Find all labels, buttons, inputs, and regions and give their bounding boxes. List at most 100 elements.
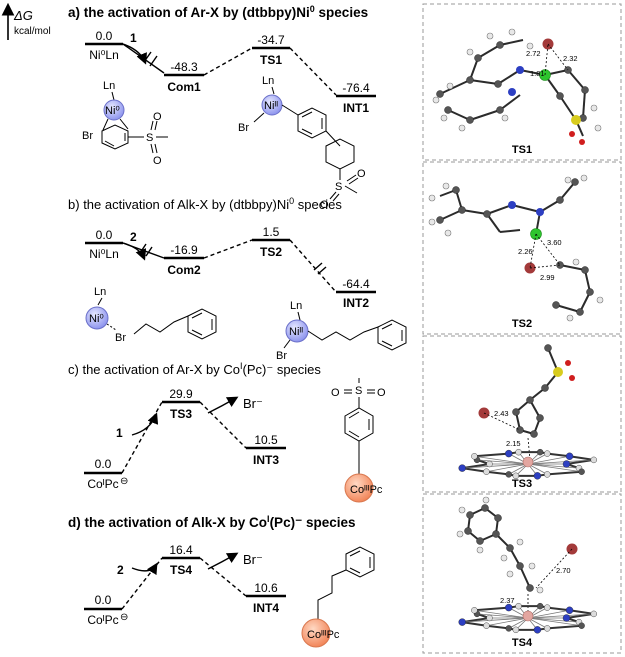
svg-text:Ln: Ln bbox=[94, 286, 106, 298]
level-label: INT1 bbox=[343, 101, 369, 115]
structure-ni2-alkyl: Ln Niᴵᴵ Br bbox=[276, 300, 407, 362]
svg-text:Ln: Ln bbox=[103, 80, 115, 92]
pc-bond bbox=[462, 617, 529, 623]
svg-text:10.6: 10.6 bbox=[254, 581, 278, 595]
svg-text:O: O bbox=[331, 387, 340, 399]
svg-text:3.60: 3.60 bbox=[547, 238, 562, 247]
ring-atom bbox=[471, 607, 478, 614]
nitrogen-atom bbox=[562, 460, 571, 468]
pc-bond bbox=[527, 459, 594, 465]
pc-bond bbox=[527, 617, 580, 623]
svg-text:O: O bbox=[320, 199, 329, 211]
nickel-atom bbox=[85, 306, 109, 330]
ring-atom bbox=[505, 625, 512, 632]
cobalt-atom bbox=[522, 610, 534, 622]
structure-ni0-alkbr: Ln Ni⁰ Br bbox=[85, 286, 217, 344]
svg-text:S: S bbox=[146, 132, 153, 144]
sulfur-atom bbox=[571, 115, 581, 125]
nitrogen-atom bbox=[458, 618, 466, 626]
svg-text:O: O bbox=[153, 111, 162, 123]
svg-text:TS4: TS4 bbox=[512, 637, 533, 649]
svg-text:Ln: Ln bbox=[262, 75, 274, 87]
panel-ts4: 2.70 2.37 TS4 bbox=[422, 493, 622, 654]
nitrogen-atom bbox=[533, 472, 542, 480]
nitrogen-atom bbox=[565, 606, 574, 614]
panel-ts2: 3.60 2.26 2.99 TS2 bbox=[422, 161, 622, 335]
svg-text:2: 2 bbox=[130, 230, 137, 244]
ring-atom bbox=[536, 448, 544, 456]
section-c-title: c) the activation of Ar-X by CoI(Pc)⁻ sp… bbox=[68, 361, 321, 377]
ring-atom bbox=[483, 468, 490, 475]
pc-bond bbox=[486, 463, 529, 473]
pc-bond bbox=[462, 463, 529, 469]
structure-co3-aryl: S O O CoᴵᴵᴵPc bbox=[331, 378, 386, 503]
svg-text:CoᴵPc: CoᴵPc bbox=[87, 613, 118, 627]
pc-bond bbox=[474, 452, 509, 458]
svg-text:TS2: TS2 bbox=[260, 245, 282, 259]
ring-atom bbox=[512, 472, 520, 480]
pc-bond bbox=[527, 613, 594, 619]
svg-text:2.99: 2.99 bbox=[540, 273, 555, 282]
svg-text:10.5: 10.5 bbox=[254, 433, 278, 447]
ring-atom bbox=[590, 610, 597, 618]
ring-atom bbox=[515, 602, 522, 610]
pc-bond bbox=[486, 617, 529, 627]
oxygen-atom bbox=[569, 131, 575, 137]
svg-text:Br: Br bbox=[276, 350, 287, 362]
pc-bond bbox=[547, 624, 582, 630]
svg-text:Br: Br bbox=[115, 332, 126, 344]
ring-atom bbox=[515, 448, 522, 456]
svg-text:29.9: 29.9 bbox=[169, 387, 193, 401]
svg-text:Niᴵᴵ: Niᴵᴵ bbox=[264, 100, 278, 112]
ring-atom bbox=[486, 614, 493, 622]
level-value: -48.3 bbox=[170, 60, 198, 74]
oxygen-atom bbox=[579, 139, 585, 145]
ring-atom bbox=[505, 471, 512, 478]
svg-text:2.15: 2.15 bbox=[506, 439, 521, 448]
section-d-profile: 0.0 CoᴵPc ⊖ 2 16.4 TS4 Br⁻ 10.6 INT4 bbox=[84, 543, 286, 627]
pc-bond bbox=[527, 463, 580, 469]
cobalt-atom bbox=[344, 473, 374, 503]
svg-text:TS3: TS3 bbox=[512, 478, 532, 490]
svg-text:Br⁻: Br⁻ bbox=[243, 396, 263, 411]
svg-text:1: 1 bbox=[116, 426, 123, 440]
section-b-title: b) the activation of Alk-X by (dtbbpy)Ni… bbox=[68, 196, 342, 212]
ring-atom bbox=[512, 626, 520, 634]
pc-bond bbox=[486, 624, 509, 630]
oxygen-atom bbox=[569, 375, 575, 381]
svg-text:Ln: Ln bbox=[290, 300, 302, 312]
ring-atom bbox=[544, 604, 551, 611]
svg-text:Ni⁰: Ni⁰ bbox=[89, 313, 104, 325]
pc-bond bbox=[486, 470, 509, 476]
svg-text:S: S bbox=[335, 181, 342, 193]
svg-text:0.0: 0.0 bbox=[95, 457, 112, 471]
cobalt-atom bbox=[522, 456, 534, 468]
svg-text:2.37: 2.37 bbox=[500, 596, 515, 605]
nitrogen-atom bbox=[505, 603, 513, 612]
pc-bond bbox=[476, 459, 529, 465]
svg-text:Br⁻: Br⁻ bbox=[243, 552, 263, 567]
svg-text:2.32: 2.32 bbox=[563, 54, 578, 63]
svg-text:Ni⁰Ln: Ni⁰Ln bbox=[89, 247, 119, 261]
pc-bond bbox=[474, 609, 529, 619]
svg-text:⊖: ⊖ bbox=[120, 476, 128, 487]
cobalt-atom bbox=[301, 618, 331, 648]
panel-ts1: 2.72 1.81 2.32 TS1 bbox=[422, 3, 622, 161]
svg-text:1.81: 1.81 bbox=[530, 69, 545, 78]
oxygen-atom bbox=[565, 360, 571, 366]
svg-text:2.26: 2.26 bbox=[518, 247, 533, 256]
svg-text:2.70: 2.70 bbox=[556, 566, 571, 575]
svg-text:CoᴵPc: CoᴵPc bbox=[87, 477, 118, 491]
structure-co3-alkyl: CoᴵᴵᴵPc bbox=[301, 546, 375, 648]
pc-bond bbox=[527, 617, 582, 627]
svg-text:TS1: TS1 bbox=[512, 144, 532, 156]
pc-bond bbox=[474, 606, 509, 612]
svg-text:16.4: 16.4 bbox=[169, 543, 193, 557]
ring-atom bbox=[471, 453, 478, 460]
pc-bond bbox=[527, 455, 570, 465]
pc-bond bbox=[527, 609, 570, 619]
ring-atom bbox=[544, 450, 551, 457]
level-label: TS1 bbox=[260, 53, 282, 67]
level-label: Com1 bbox=[167, 80, 201, 94]
